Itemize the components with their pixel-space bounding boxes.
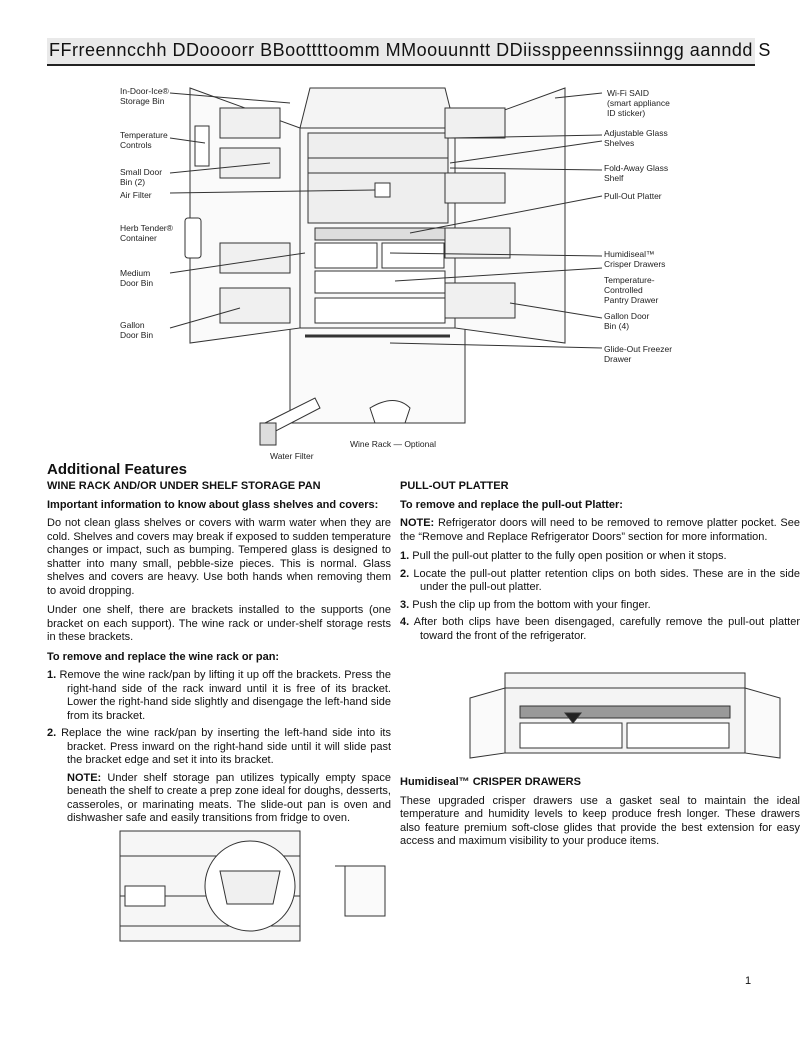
label-air-filter: Air Filter <box>120 190 152 200</box>
left-column: WINE RACK AND/OR UNDER SHELF STORAGE PAN… <box>47 480 391 832</box>
glass-info-paragraph: Do not clean glass shelves or covers wit… <box>47 517 391 597</box>
wine-note-text: Under shelf storage pan utilizes typical… <box>67 771 391 825</box>
wine-step-2-text: Replace the wine rack/pan by inserting t… <box>56 727 391 766</box>
label-water-filter: Water Filter <box>270 451 314 461</box>
platter-step-2: 2. Locate the pull-out platter retention… <box>400 568 800 595</box>
platter-step-4-text: After both clips have been disengaged, c… <box>409 616 800 642</box>
platter-step-1-text: Pull the pull-out platter to the fully o… <box>409 550 727 562</box>
label-wifi-said: Wi-Fi SAID (smart appliance ID sticker) <box>607 88 670 118</box>
wine-rack-heading: WINE RACK AND/OR UNDER SHELF STORAGE PAN <box>47 480 321 492</box>
right-column: PULL-OUT PLATTER To remove and replace t… <box>400 480 800 647</box>
brackets-paragraph: Under one shelf, there are brackets inst… <box>47 604 391 643</box>
wine-step-2: 2. Replace the wine rack/pan by insertin… <box>47 727 391 768</box>
label-gallon-door-bin-right: Gallon Door Bin (4) <box>604 311 650 331</box>
label-small-door-bin: Small Door Bin (2) <box>120 167 163 187</box>
label-herb-tender: Herb Tender® Container <box>120 223 173 243</box>
label-temp-pantry-drawer: Temperature- Controlled Pantry Drawer <box>604 275 659 305</box>
platter-step-3: 3. Push the clip up from the bottom with… <box>400 599 800 613</box>
wine-step-2-number: 2. <box>47 727 57 739</box>
label-pull-out-platter: Pull-Out Platter <box>604 191 662 201</box>
crisper-heading: Humidiseal™ CRISPER DRAWERS <box>400 776 581 788</box>
platter-note: NOTE: Refrigerator doors will need to be… <box>400 517 800 544</box>
platter-step-1: 1. Pull the pull-out platter to the full… <box>400 550 800 564</box>
storage-pan-illustration <box>115 826 390 946</box>
page-number: 1 <box>745 975 752 987</box>
platter-subheading: To remove and replace the pull-out Platt… <box>400 498 623 511</box>
wine-step-1-number: 1. <box>47 669 57 681</box>
label-fold-away-shelf: Fold-Away Glass Shelf <box>604 163 669 183</box>
section-title: Additional Features <box>47 461 188 478</box>
page-header-title: FFrreenncchh DDoooorr BBoottttoomm MMoou… <box>49 40 771 60</box>
glass-info-heading: Important information to know about glas… <box>47 498 379 511</box>
label-humidiseal-drawers: Humidiseal™ Crisper Drawers <box>604 249 666 269</box>
platter-drawing <box>469 672 781 759</box>
storage-pan-drawing <box>119 830 386 942</box>
wine-step-1-text: Remove the wine rack/pan by lifting it u… <box>56 669 391 722</box>
page-header: FFrreenncchh DDoooorr BBoottttoomm MMoou… <box>47 38 770 66</box>
platter-step-3-number: 3. <box>400 598 410 611</box>
platter-step-2-number: 2. <box>400 567 410 580</box>
crisper-paragraph: These upgraded crisper drawers use a gas… <box>400 794 800 848</box>
pull-out-platter-heading: PULL-OUT PLATTER <box>400 480 509 492</box>
label-glide-out-freezer: Glide-Out Freezer Drawer <box>604 344 673 364</box>
platter-step-1-number: 1. <box>400 550 410 562</box>
refrigerator-illustration <box>169 87 603 446</box>
label-medium-door-bin: Medium Door Bin <box>120 268 154 288</box>
wine-note-label: NOTE: <box>67 771 102 784</box>
platter-illustration <box>465 668 783 760</box>
platter-step-2-text: Locate the pull-out platter retention cl… <box>409 567 800 594</box>
platter-step-4-number: 4. <box>400 616 410 628</box>
crisper-section: Humidiseal™ CRISPER DRAWERS These upgrad… <box>400 776 800 855</box>
platter-note-text: Refrigerator doors will need to be remov… <box>400 517 800 543</box>
remove-replace-heading: To remove and replace the wine rack or p… <box>47 650 280 663</box>
wine-step-1: 1. Remove the wine rack/pan by lifting i… <box>47 669 391 723</box>
label-in-door-ice: In-Door-Ice® Storage Bin <box>120 86 169 106</box>
platter-step-4: 4. After both clips have been disengaged… <box>400 616 800 643</box>
platter-step-3-text: Push the clip up from the bottom with yo… <box>409 598 651 611</box>
refrigerator-diagram: In-Door-Ice® Storage Bin Temperature Con… <box>110 78 690 468</box>
wine-note: NOTE: Under shelf storage pan utilizes t… <box>47 772 391 826</box>
label-gallon-door-bin-left: Gallon Door Bin <box>120 320 154 340</box>
platter-note-label: NOTE: <box>400 517 435 529</box>
label-wine-rack: Wine Rack — Optional <box>350 439 436 449</box>
label-adjustable-glass-shelves: Adjustable Glass Shelves <box>604 128 668 148</box>
label-temperature-controls: Temperature Controls <box>120 130 168 150</box>
